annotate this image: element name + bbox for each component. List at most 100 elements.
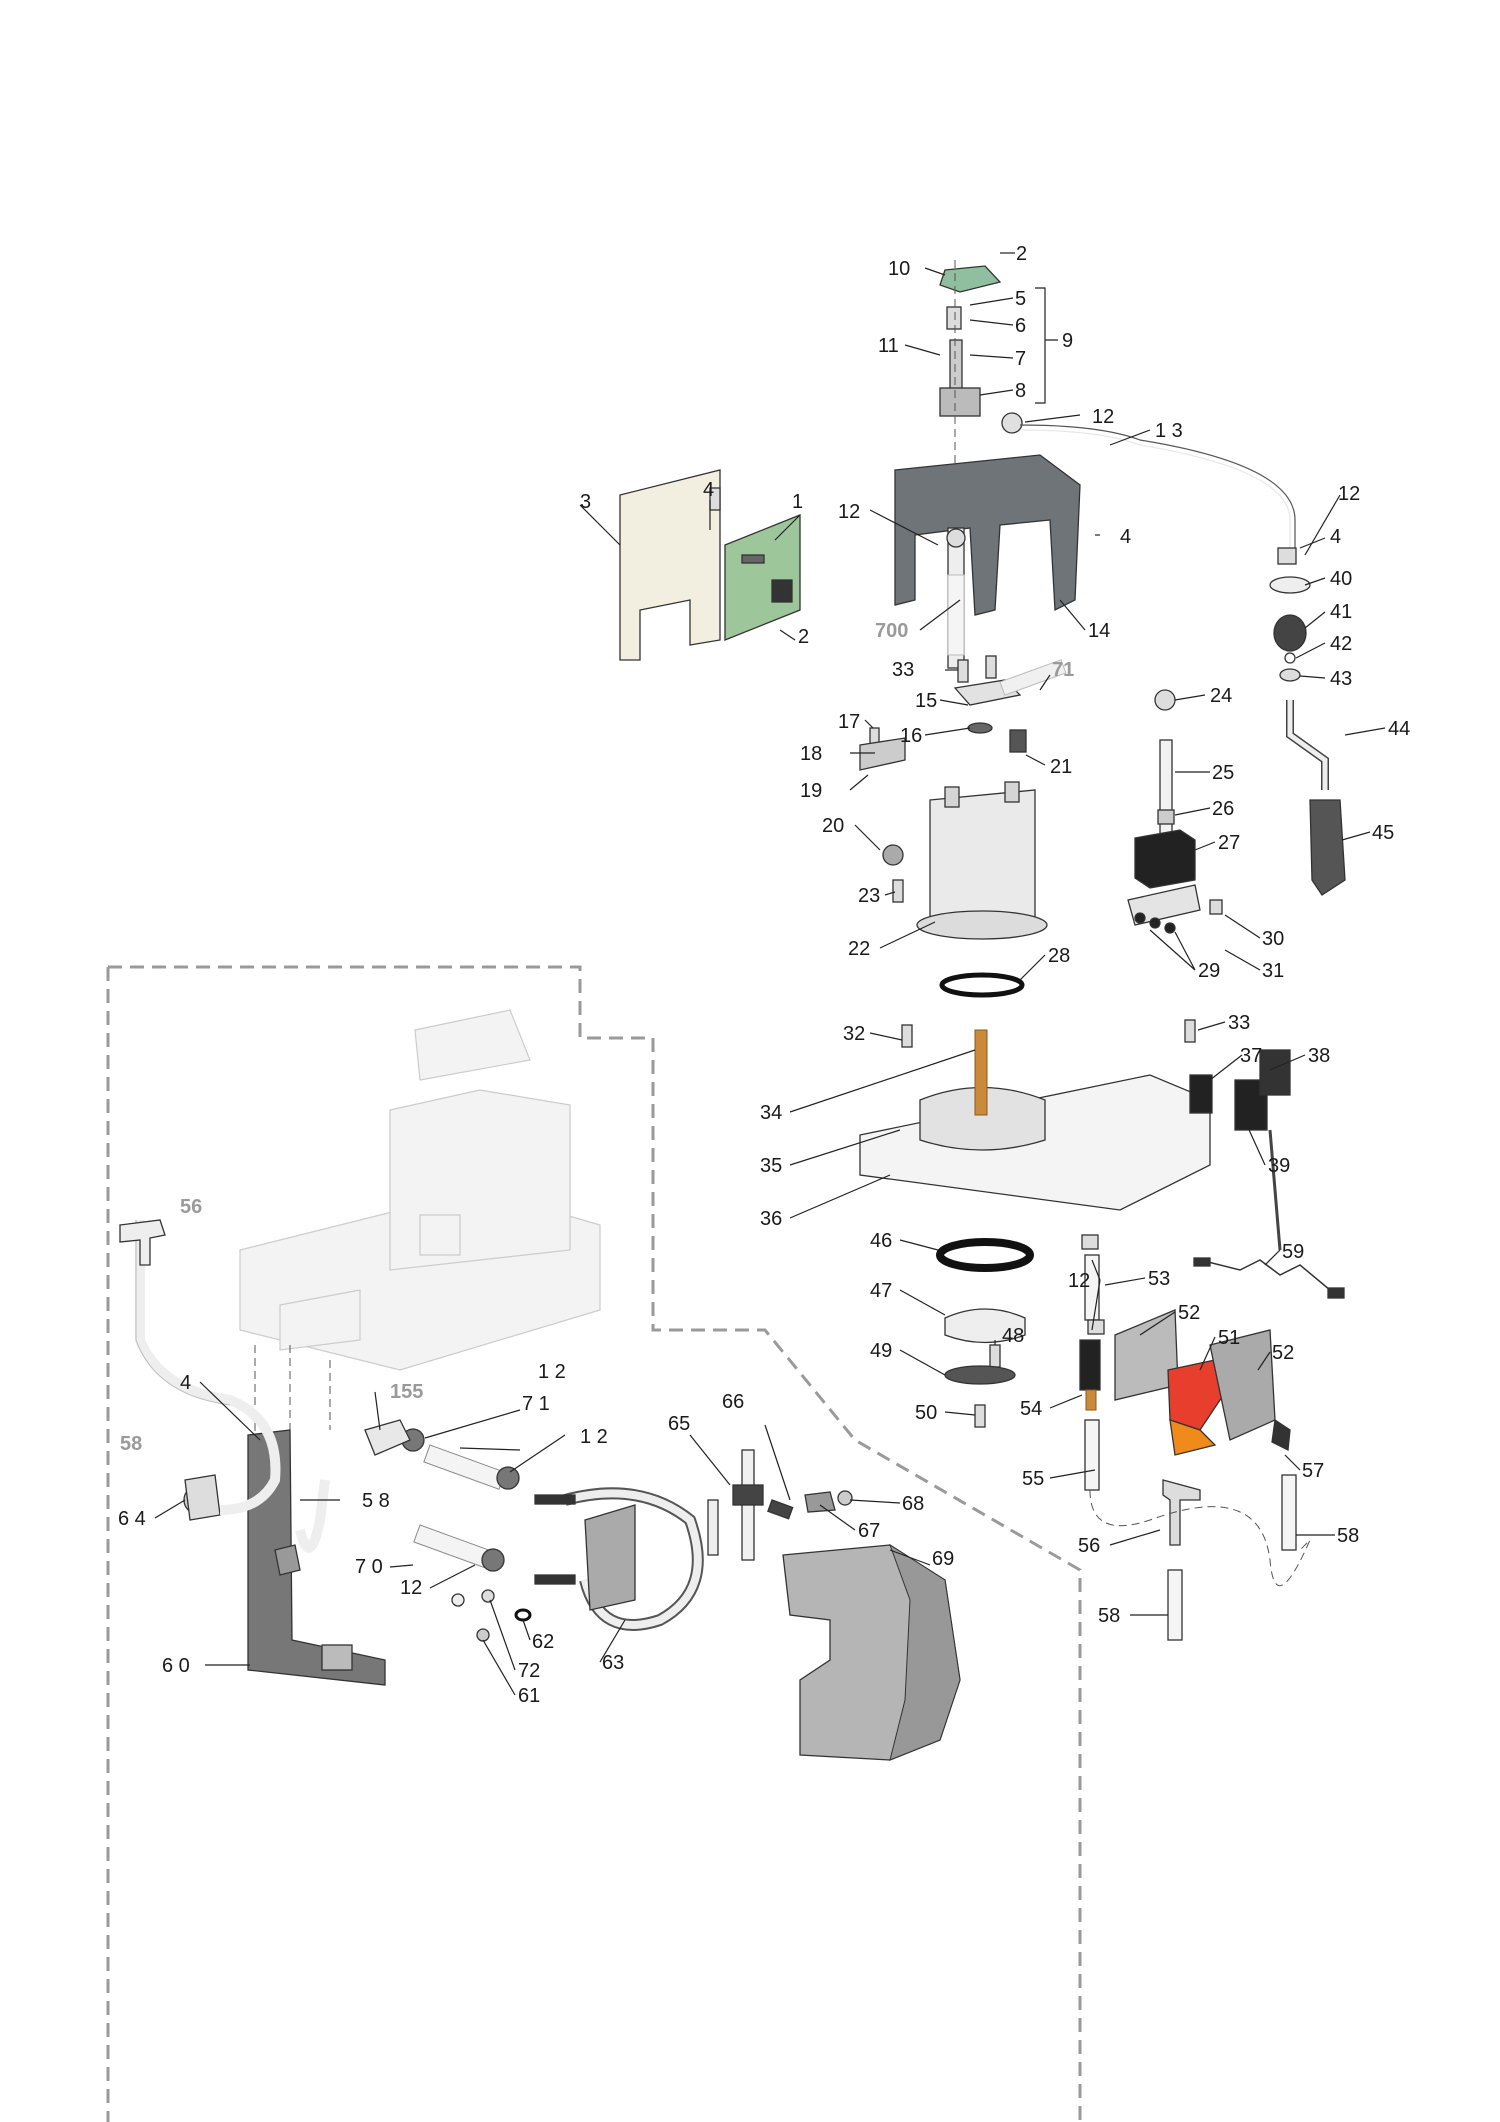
label-5: 5 <box>1015 288 1026 310</box>
label-1: 1 <box>792 491 803 513</box>
machine-base <box>859 1029 1211 1211</box>
label-39: 39 <box>1268 1155 1290 1177</box>
label-58: 5 8 <box>362 1490 390 1512</box>
inset-boundary <box>108 965 1082 2122</box>
label-33: 33 <box>892 659 914 681</box>
solenoid-valve-assembly <box>1079 1234 1345 1641</box>
label-27: 27 <box>1218 832 1240 854</box>
label-56: 56 <box>180 1196 202 1218</box>
inset-tube-58 <box>135 1220 281 1515</box>
label-61: 61 <box>518 1685 540 1707</box>
label-24: 24 <box>1210 685 1232 707</box>
inset-tee-56 <box>119 1219 166 1266</box>
label-4: 4 <box>703 479 714 501</box>
label-59: 59 <box>1282 1241 1304 1263</box>
label-64: 6 4 <box>118 1508 146 1530</box>
label-31: 31 <box>1262 960 1284 982</box>
label-40: 40 <box>1330 568 1352 590</box>
label-155: 155 <box>390 1381 423 1403</box>
shower-assembly <box>936 1238 1034 1428</box>
label-11: 11 <box>878 335 899 357</box>
screw-32 <box>901 1024 913 1048</box>
inset-pressure-switch-64 <box>183 1474 221 1521</box>
label-57: 57 <box>1302 1460 1324 1482</box>
label-63: 63 <box>602 1652 624 1674</box>
label-68: 68 <box>902 1493 924 1515</box>
label-53: 53 <box>1148 1268 1170 1290</box>
label-4: 4 <box>1120 526 1131 548</box>
label-15: 15 <box>915 690 937 712</box>
label-12: 12 <box>1092 406 1114 428</box>
label-58: 58 <box>120 1433 142 1455</box>
label-21: 21 <box>1050 756 1072 778</box>
label-25: 25 <box>1212 762 1234 784</box>
label-32: 32 <box>843 1023 865 1045</box>
label-33: 33 <box>1228 1012 1250 1034</box>
label-60: 6 0 <box>162 1655 190 1677</box>
label-35: 35 <box>760 1155 782 1177</box>
label-4: 4 <box>1330 526 1341 548</box>
label-4: 4 <box>180 1372 191 1394</box>
label-16: 16 <box>900 725 922 747</box>
label-700: 700 <box>875 620 908 642</box>
label-12: 12 <box>1338 483 1360 505</box>
tube-700 <box>947 574 965 656</box>
label-14: 14 <box>1088 620 1110 642</box>
label-62: 62 <box>532 1631 554 1653</box>
label-67: 67 <box>858 1520 880 1542</box>
label-17: 17 <box>838 711 860 733</box>
inset-bracket-60 <box>247 1429 386 1686</box>
label-19: 19 <box>800 780 822 802</box>
label-22: 22 <box>848 938 870 960</box>
label-23: 23 <box>858 885 880 907</box>
label-30: 30 <box>1262 928 1284 950</box>
label-52: 52 <box>1178 1302 1200 1324</box>
label-38: 38 <box>1308 1045 1330 1067</box>
label-12: 1 2 <box>538 1361 566 1383</box>
label-72: 72 <box>518 1660 540 1682</box>
label-49: 49 <box>870 1340 892 1362</box>
boiler-heater-22 <box>916 781 1048 940</box>
label-12: 12 <box>838 501 860 523</box>
label-20: 20 <box>822 815 844 837</box>
inset-cover-69 <box>782 1543 961 1761</box>
label-70: 7 0 <box>355 1556 383 1578</box>
label-71: 71 <box>1052 659 1074 681</box>
part-labels: 2 10 5 6 7 9 11 8 12 1 3 3 4 1 12 4 12 4… <box>118 243 1410 1707</box>
label-12: 12 <box>400 1577 422 1599</box>
label-37: 37 <box>1240 1045 1262 1067</box>
label-42: 42 <box>1330 633 1352 655</box>
label-58: 58 <box>1098 1605 1120 1627</box>
label-56: 56 <box>1078 1535 1100 1557</box>
label-2: 2 <box>798 626 809 648</box>
label-6: 6 <box>1015 315 1026 337</box>
label-52: 52 <box>1272 1342 1294 1364</box>
inset-heating-elements <box>364 1419 853 1642</box>
label-44: 44 <box>1388 718 1410 740</box>
o-ring-28 <box>939 972 1025 998</box>
pump-assembly <box>1127 689 1223 934</box>
label-47: 47 <box>870 1280 892 1302</box>
label-41: 41 <box>1330 601 1352 623</box>
label-34: 34 <box>760 1102 782 1124</box>
inset-ghost-machine <box>239 1009 601 1371</box>
leader-lines <box>154 252 1386 1696</box>
steam-tube-13 <box>1019 429 1291 555</box>
label-29: 29 <box>1198 960 1220 982</box>
steam-wand-parts <box>1269 547 1346 896</box>
label-13: 1 3 <box>1155 420 1183 442</box>
label-65: 65 <box>668 1413 690 1435</box>
label-3: 3 <box>580 491 591 513</box>
inset-boundary-left <box>106 967 110 2122</box>
label-28: 28 <box>1048 945 1070 967</box>
boiler-frame <box>894 454 1081 669</box>
label-18: 18 <box>800 743 822 765</box>
control-board-group <box>619 469 801 661</box>
label-45: 45 <box>1372 822 1394 844</box>
valve-assembly <box>939 260 1023 470</box>
label-10: 10 <box>888 258 910 280</box>
inset-tube-58b <box>295 1479 330 1553</box>
label-36: 36 <box>760 1208 782 1230</box>
label-58: 58 <box>1337 1525 1359 1547</box>
